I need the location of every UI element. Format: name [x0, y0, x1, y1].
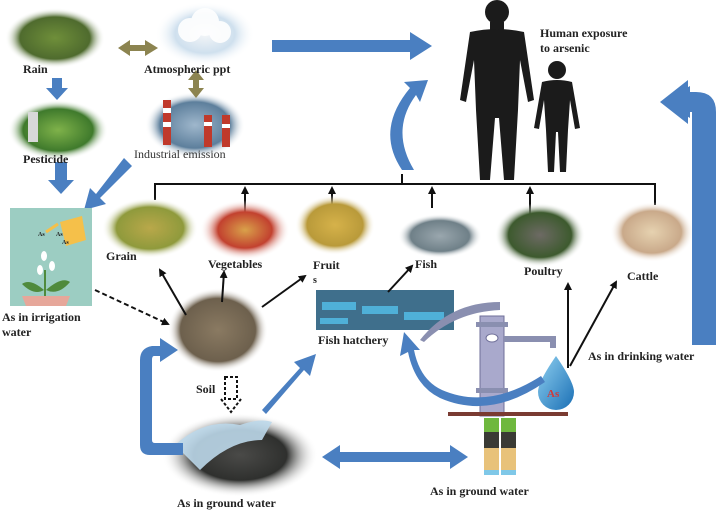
- industry-to-irrigation-arrow: [84, 158, 132, 210]
- ground-line: [448, 412, 568, 416]
- water-drops: [37, 251, 55, 275]
- soil-to-food-arrows: [158, 268, 307, 316]
- atmosphere-to-human-arrow: [272, 32, 432, 60]
- atmosphere-industry-double-arrow: [188, 70, 204, 98]
- groundwater-to-soil-loop-arrow: [140, 338, 183, 455]
- poultry-image: [495, 203, 585, 267]
- label-vegetables: Vegetables: [208, 257, 263, 271]
- grain-image: [102, 198, 198, 258]
- fruits-image: [295, 195, 375, 255]
- cloud-shape: [178, 8, 231, 43]
- hatchery-to-fish-arrow: [387, 264, 414, 293]
- label-ground-water-left: As in ground water: [177, 496, 276, 510]
- rain-to-pesticide-arrow: [46, 78, 68, 100]
- label-can-as-1: As: [38, 232, 45, 238]
- label-industrial-emission: Industrial emission: [134, 147, 226, 161]
- label-grain: Grain: [106, 249, 137, 263]
- adult-silhouette: [460, 0, 534, 180]
- irrigation-to-soil-dashed-arrow: [94, 289, 170, 326]
- label-pesticide: Pesticide: [23, 152, 69, 166]
- farmer-figure: [28, 112, 38, 142]
- drinking-water-arrows: [564, 280, 617, 368]
- pesticide-image: [8, 100, 108, 160]
- fish-image: [398, 214, 482, 258]
- rain-atmosphere-double-arrow: [118, 40, 158, 56]
- right-arrow-head: [660, 80, 716, 124]
- label-soil: Soil: [196, 382, 216, 396]
- label-fruits-1: Fruit: [313, 258, 340, 272]
- child-silhouette: [534, 61, 580, 172]
- groundwater-to-hatchery-arrow: [262, 354, 316, 414]
- label-human-exposure-2: to arsenic: [540, 41, 590, 55]
- hatchery-tanks: [320, 302, 444, 324]
- label-irrigation-2: water: [2, 325, 32, 339]
- soil-image: [168, 288, 268, 372]
- label-poultry: Poultry: [524, 264, 563, 278]
- groundwater-double-arrow: [322, 445, 468, 469]
- vegetables-image: [200, 200, 290, 260]
- label-can-as-3: As: [62, 240, 69, 246]
- rain-image: [5, 8, 105, 68]
- food-bracket-arrows: [241, 186, 534, 215]
- pesticide-to-irrigation-arrow: [48, 162, 74, 194]
- food-bracket: [154, 174, 656, 205]
- label-can-as-2: As: [56, 232, 63, 238]
- label-fish: Fish: [415, 257, 438, 271]
- right-arrow-shaft: [692, 112, 716, 345]
- label-drop-as: As: [547, 388, 560, 400]
- label-irrigation-1: As in irrigation: [2, 310, 81, 324]
- soil-layers: [484, 418, 516, 475]
- label-ground-water-right: As in ground water: [430, 484, 529, 498]
- chimneys: [163, 100, 230, 147]
- drinking-to-hatchery-curved-arrow: [400, 332, 545, 407]
- water-drop-icon: [538, 356, 574, 410]
- watering-can: [45, 216, 86, 246]
- label-cattle: Cattle: [627, 269, 659, 283]
- label-fish-hatchery: Fish hatchery: [318, 333, 389, 347]
- cattle-image: [610, 202, 694, 262]
- label-rain: Rain: [23, 62, 48, 76]
- food-to-human-curved-arrow: [390, 80, 428, 170]
- label-atmospheric-ppt: Atmospheric ppt: [144, 62, 231, 76]
- water-splash: [175, 420, 272, 470]
- human-silhouettes: [460, 0, 580, 180]
- plant-pot: [22, 270, 70, 306]
- label-fruits-2: s: [313, 275, 317, 286]
- soil-to-groundwater-dashed-arrow: [220, 376, 242, 414]
- label-drinking-water: As in drinking water: [588, 349, 695, 363]
- label-human-exposure-1: Human exposure: [540, 26, 628, 40]
